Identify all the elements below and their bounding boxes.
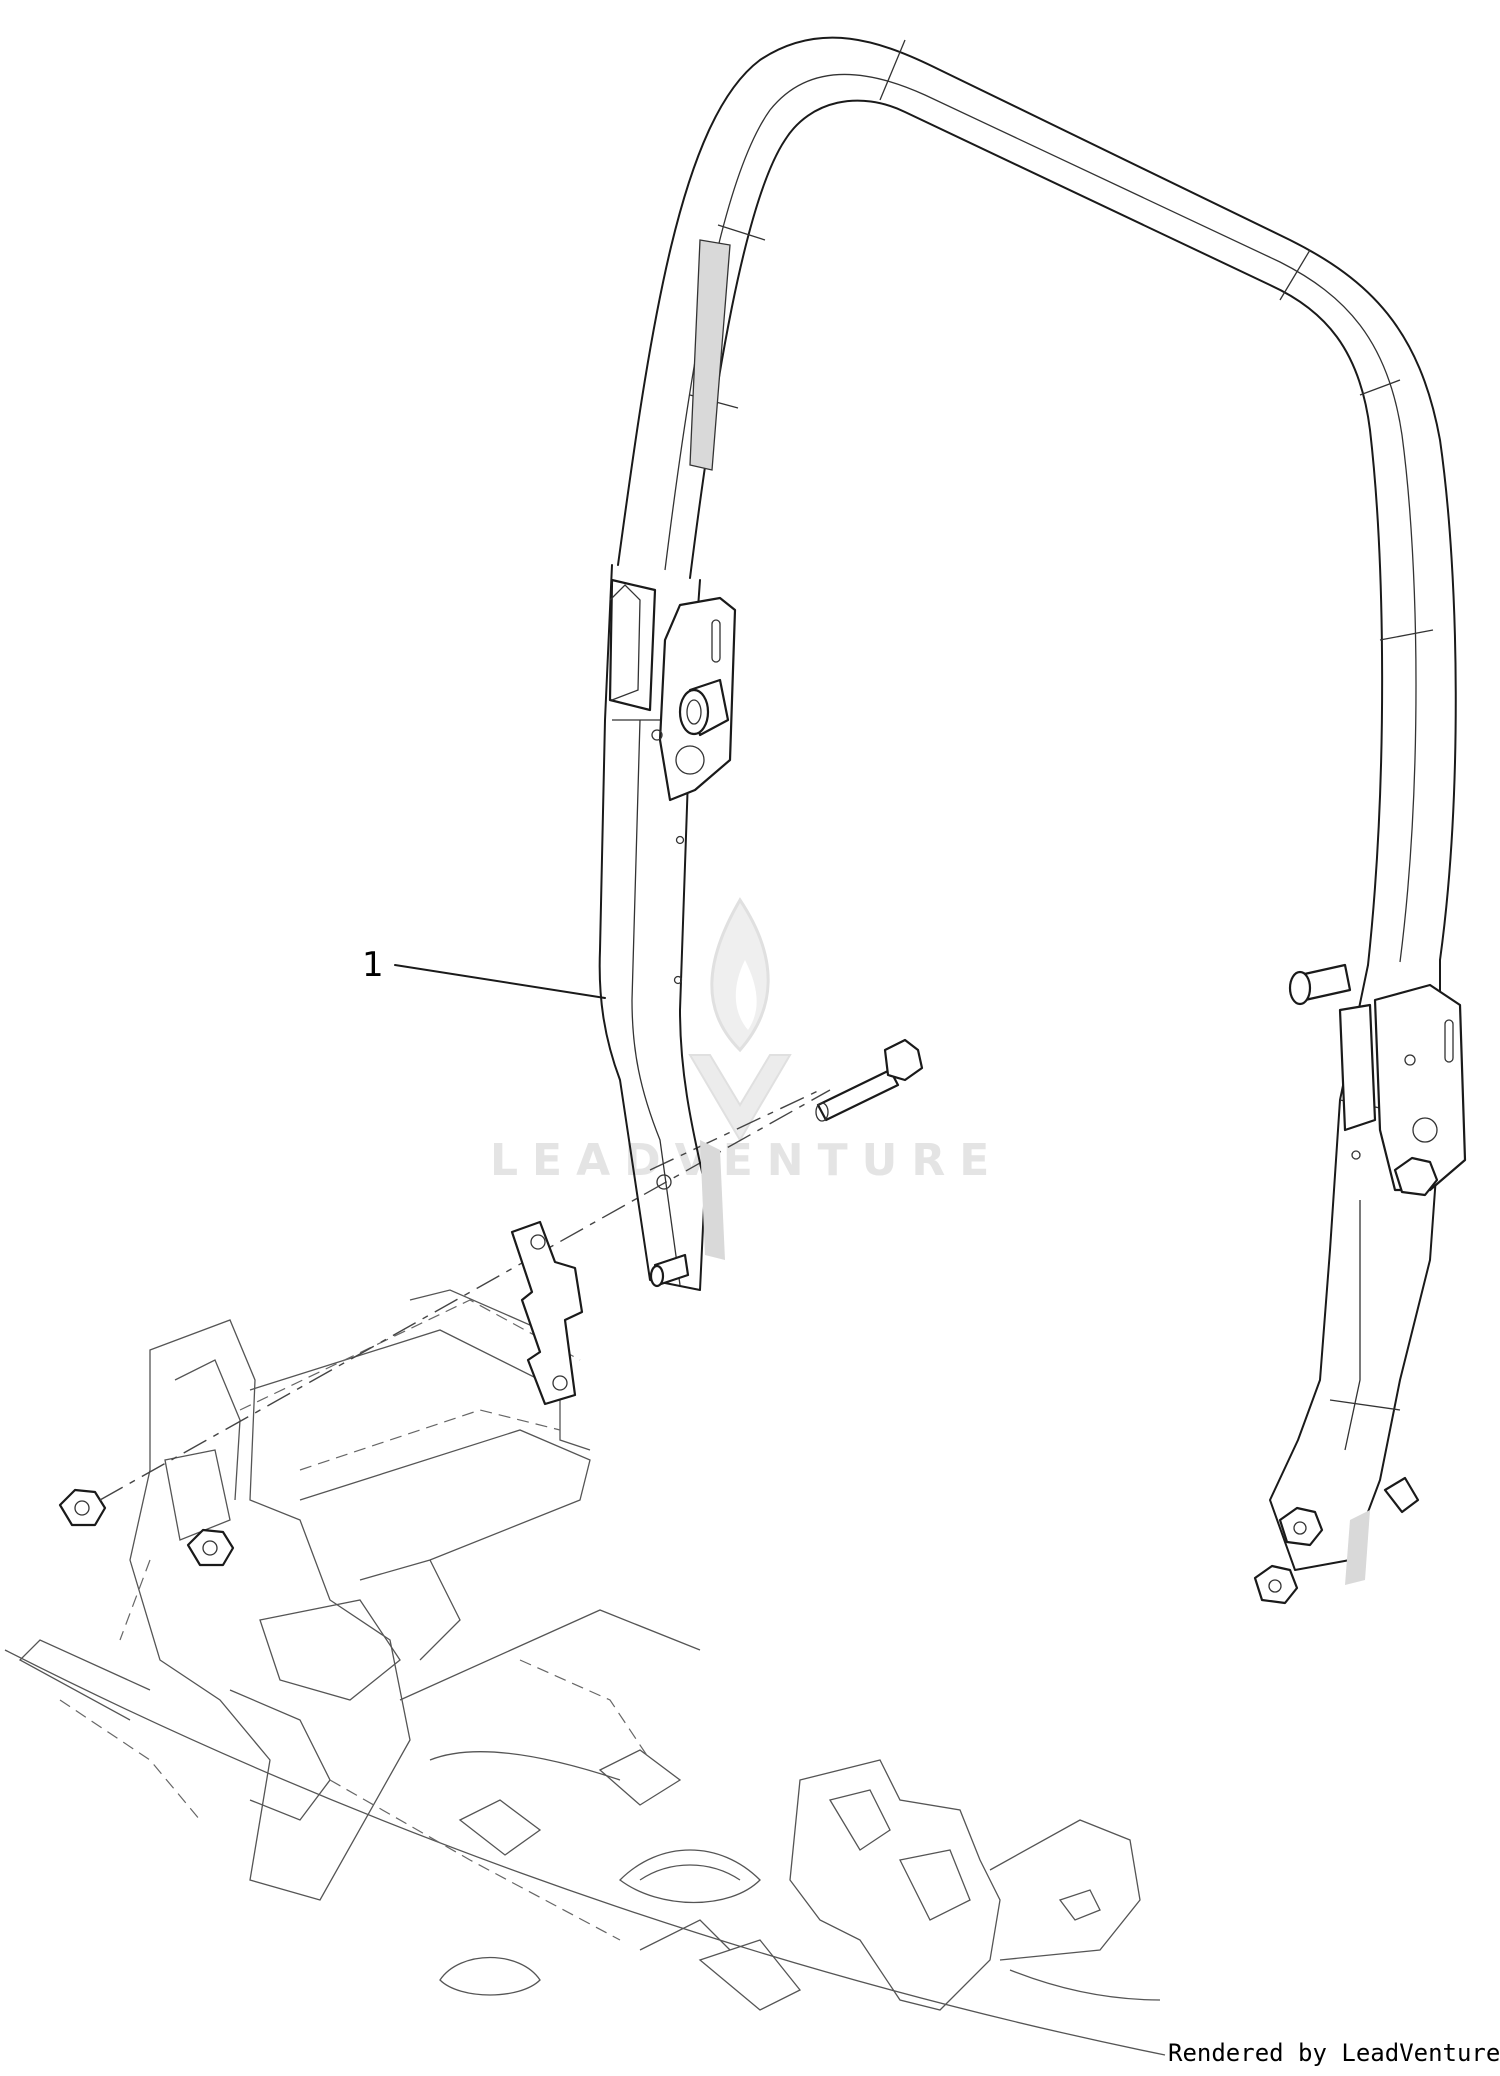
- callout-label-1: 1: [362, 945, 384, 985]
- pivot-pin-right: [1383, 1476, 1420, 1514]
- watermark-logo: LEADVENTURE: [490, 897, 1003, 1186]
- pivot-bracket-right: [1288, 963, 1467, 1192]
- watermark-text: LEADVENTURE: [490, 1135, 1003, 1186]
- hex-nut-frame: [186, 1528, 235, 1567]
- bolt-centerline: [649, 1089, 821, 1171]
- warning-decal: [690, 240, 730, 470]
- hex-nut-right-upper: [1393, 1156, 1439, 1197]
- assembly-centerline: [99, 1089, 831, 1501]
- callout-leader-1: [394, 964, 606, 999]
- hex-nut-right-lower-1: [1278, 1506, 1324, 1547]
- render-credit: Rendered by LeadVenture, Inc.: [1168, 2039, 1500, 2067]
- pivot-bracket-left: [608, 578, 737, 802]
- hex-nut-right-lower-2: [1253, 1564, 1299, 1605]
- pivot-pin-left: [649, 1253, 690, 1288]
- roll-bar-assembly: [598, 36, 1467, 1605]
- callout-1: 1: [362, 945, 606, 999]
- mower-frame: [4, 1289, 1166, 2056]
- hex-nut-left: [58, 1488, 107, 1527]
- hex-bolt: [815, 1038, 924, 1122]
- mounting-plate: [510, 1220, 584, 1406]
